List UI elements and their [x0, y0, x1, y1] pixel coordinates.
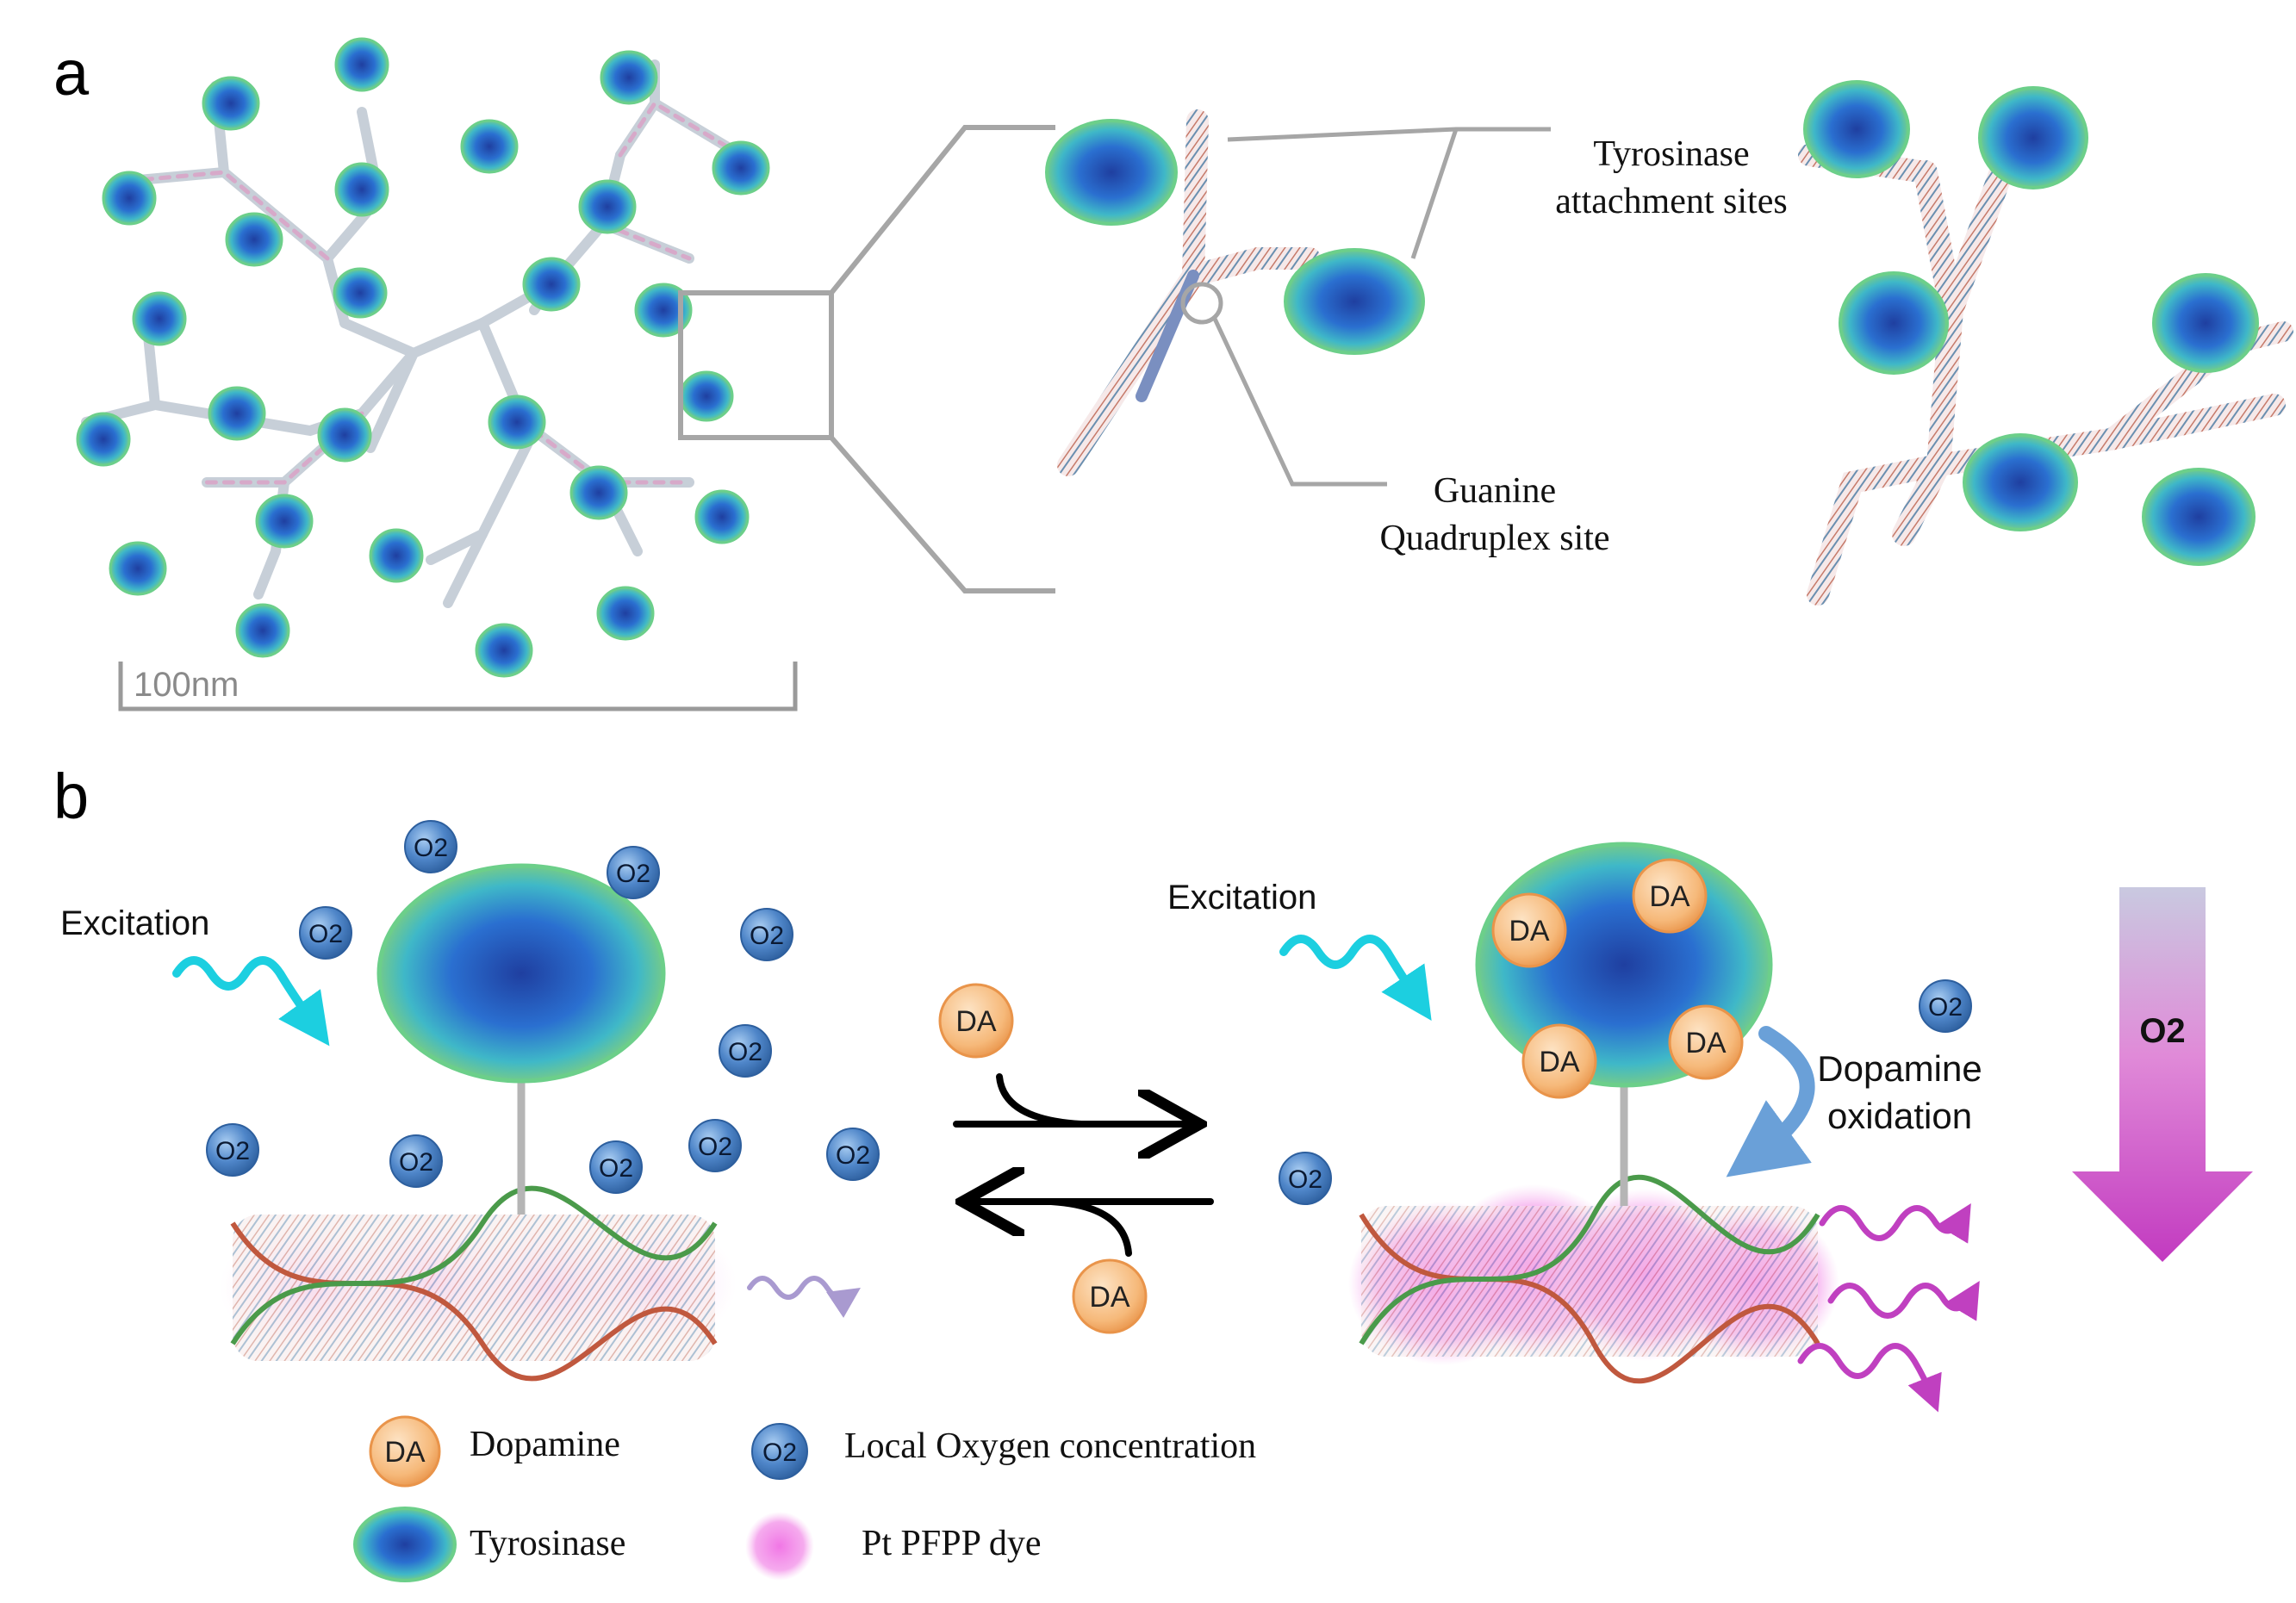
svg-text:O2: O2 [836, 1141, 870, 1170]
tyrosinase-units [76, 37, 770, 678]
oxygen-molecules-left: O2 O2 O2 O2 O2 O2 O2 O2 O2 O2 [206, 820, 880, 1194]
oxygen-molecule: O2 [688, 1119, 742, 1172]
svg-text:O2: O2 [728, 1038, 762, 1066]
svg-text:O2: O2 [308, 920, 343, 948]
svg-text:DA: DA [1509, 915, 1550, 948]
dna-duplex-right [1359, 1174, 1820, 1384]
oxygen-molecule: O2 [1919, 979, 1972, 1033]
oxygen-molecule: O2 [206, 1123, 259, 1177]
dopamine-bound: DA DA DA DA [1491, 858, 1744, 1099]
panel-b-label: b [53, 761, 89, 832]
tyrosinase-left [376, 863, 666, 1084]
emission-faint-wave [747, 1276, 861, 1318]
zoomed-dna-junction [1045, 109, 1425, 476]
excitation-right-label: Excitation [1167, 879, 1316, 916]
svg-text:O2: O2 [1928, 993, 1963, 1022]
oxygen-molecule: O2 [826, 1128, 880, 1181]
svg-text:O2: O2 [599, 1154, 633, 1183]
svg-text:O2: O2 [616, 860, 650, 888]
dopamine-molecule: DA [1521, 1023, 1597, 1099]
svg-text:O2: O2 [698, 1133, 732, 1161]
dopamine-molecule: DA [1632, 858, 1708, 934]
callout-tyrosinase-line2: attachment sites [1555, 182, 1787, 221]
svg-text:O2: O2 [1288, 1165, 1322, 1194]
oxygen-molecule: O2 [404, 820, 457, 873]
excitation-left-wave [172, 956, 330, 1047]
oxygen-decrease-arrow: O2 [2072, 887, 2253, 1262]
svg-text:DA: DA [1539, 1046, 1580, 1078]
svg-text:DA: DA [1649, 880, 1690, 913]
emission-waves [1797, 1202, 1980, 1413]
excitation-left-label: Excitation [60, 904, 209, 942]
oxygen-molecule: O2 [299, 906, 352, 960]
svg-text:O2: O2 [762, 1438, 797, 1467]
oxygen-molecules-right: O2 O2 [1279, 979, 1972, 1205]
legend-dye-symbol [745, 1512, 814, 1581]
svg-text:DA: DA [1685, 1027, 1727, 1059]
legend: DA Dopamine O2 Local Oxygen concentratio… [353, 1415, 1256, 1582]
svg-text:DA: DA [955, 1005, 997, 1038]
dopamine-molecule-forward: DA [938, 983, 1014, 1059]
dna-duplex-left [230, 1185, 718, 1382]
panel-a-label: a [53, 37, 90, 109]
legend-dopamine-symbol: DA [369, 1415, 441, 1488]
legend-oxygen-symbol: O2 [751, 1423, 808, 1480]
oxygen-molecule: O2 [740, 908, 793, 961]
oxygen-molecule: O2 [389, 1134, 443, 1188]
callout-tyrosinase-line1: Tyrosinase [1593, 134, 1749, 174]
callout-quadruplex-line2: Quadruplex site [1379, 519, 1609, 558]
legend-tyrosinase-label: Tyrosinase [470, 1524, 625, 1563]
zoom-box [678, 125, 1055, 593]
svg-text:O2: O2 [399, 1148, 433, 1177]
dopamine-molecule-reverse: DA [1072, 1258, 1148, 1334]
oxygen-molecule: O2 [1279, 1152, 1332, 1205]
svg-text:DA: DA [384, 1436, 426, 1469]
dopamine-molecule: DA [1491, 892, 1567, 968]
right-dna-structure [1798, 80, 2293, 606]
oxygen-molecule: O2 [607, 846, 660, 899]
legend-oxygen-label: Local Oxygen concentration [844, 1426, 1256, 1466]
dna-dendrimer [81, 59, 746, 608]
svg-text:O2: O2 [414, 834, 448, 862]
equilibrium-arrows [953, 1073, 1214, 1257]
dopamine-oxidation-line2: oxidation [1827, 1096, 1972, 1136]
dopamine-oxidation-line1: Dopamine [1817, 1048, 1982, 1089]
legend-tyrosinase-symbol [353, 1507, 457, 1582]
excitation-right-wave [1279, 935, 1432, 1021]
scale-bar-label: 100nm [134, 666, 239, 704]
oxygen-decrease-label: O2 [2139, 1012, 2185, 1050]
svg-text:O2: O2 [750, 922, 784, 950]
legend-dye-label: Pt PFPP dye [862, 1524, 1042, 1563]
oxygen-molecule: O2 [589, 1140, 643, 1194]
oxygen-molecule: O2 [719, 1024, 772, 1078]
oxidation-curved-arrow [1726, 1026, 1815, 1177]
callout-quadruplex-line1: Guanine [1434, 471, 1556, 511]
legend-dopamine-label: Dopamine [470, 1425, 620, 1464]
svg-text:O2: O2 [215, 1137, 250, 1165]
scale-bar: 100nm [118, 662, 798, 711]
callout-lines [1212, 127, 1551, 487]
svg-text:DA: DA [1089, 1281, 1130, 1314]
dopamine-molecule: DA [1668, 1004, 1744, 1080]
